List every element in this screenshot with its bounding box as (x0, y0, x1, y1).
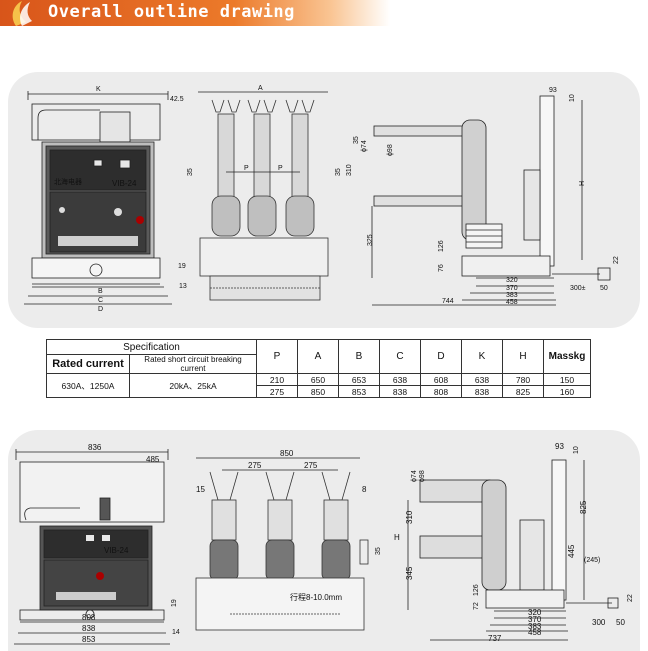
dim-275-b: 275 (304, 461, 318, 470)
pole-view-1: A P P 35 35 310 (187, 85, 353, 301)
dim-808: 808 (82, 613, 96, 622)
spec-cell: 838 (379, 385, 421, 398)
specification-table: Specification P A B C D K H Masskg Rated… (46, 339, 591, 398)
dim-737: 737 (488, 634, 502, 643)
front-view-1: K 42.5 VIB-24 北海电器 19 13 B C D (24, 86, 187, 313)
spec-header-D: D (420, 339, 462, 374)
dim-H: H (579, 181, 586, 186)
dim-phi98-2: ϕ98 (419, 470, 426, 482)
dim-35-right: 35 (335, 168, 342, 176)
dim-22: 22 (613, 256, 620, 264)
dim-10: 10 (569, 94, 576, 102)
dim-35: 35 (353, 136, 360, 144)
dim-825: 825 (579, 500, 588, 514)
dim-P-2: P (278, 165, 283, 172)
spec-cell: 160 (543, 385, 591, 398)
dim-15: 15 (196, 485, 205, 494)
front-1-brand-cn: 北海电器 (54, 177, 82, 186)
dim-93-2: 93 (555, 442, 564, 451)
dim-458-2: 458 (528, 628, 542, 637)
dim-P-1: P (244, 165, 249, 172)
dim-A: A (258, 85, 263, 92)
dim-300-2: 300 (592, 618, 606, 627)
dim-D: D (98, 306, 103, 313)
dim-320: 320 (506, 277, 518, 284)
dim-345: 345 (405, 566, 414, 580)
dim-485: 485 (146, 455, 160, 464)
dim-126: 126 (438, 240, 445, 252)
dim-22-2: 22 (627, 594, 634, 602)
swirl-logo-icon (12, 1, 32, 26)
dim-K: K (96, 86, 101, 93)
profile-view-1: 93 10 35 ϕ74 ϕ98 H 325 126 76 22 320 370… (353, 87, 620, 306)
dim-phi74-2: ϕ74 (411, 470, 418, 482)
spec-cell: 850 (297, 385, 339, 398)
dim-42-5: 42.5 (170, 96, 184, 103)
dim-50: 50 (600, 285, 608, 292)
dim-370: 370 (506, 285, 518, 292)
dim-836: 836 (88, 443, 102, 452)
dim-C: C (98, 297, 103, 304)
dim-370-2: 370 (528, 615, 542, 624)
dim-458: 458 (506, 299, 518, 306)
dim-76: 76 (438, 264, 445, 272)
dim-744: 744 (442, 298, 454, 305)
dim-19: 19 (178, 263, 186, 270)
dim-H-2: H (394, 533, 400, 542)
front-1-brand: VIB-24 (112, 179, 137, 188)
dim-300: 300± (570, 285, 586, 292)
dim-B: B (98, 288, 103, 295)
dim-8: 8 (362, 485, 367, 494)
dim-245: (245) (584, 557, 600, 564)
front-2-brand: VIB-24 (104, 546, 129, 555)
dim-phi98: ϕ98 (387, 144, 394, 156)
dim-325: 325 (367, 234, 374, 246)
dim-310: 310 (346, 164, 353, 176)
dim-445: 445 (567, 544, 576, 558)
dim-838: 838 (82, 624, 96, 633)
dim-10-2: 10 (573, 446, 580, 454)
dim-72: 72 (473, 602, 480, 610)
front-view-2: 836 485 VIB-24 19 808 838 14 853 (14, 443, 180, 645)
dim-126-2: 126 (473, 584, 480, 596)
dim-14: 14 (172, 629, 180, 636)
dim-35-left: 35 (187, 168, 194, 176)
section-banner: Overall outline drawing (0, 0, 390, 26)
dim-13: 13 (179, 283, 187, 290)
dim-383: 383 (506, 292, 518, 299)
dim-383-2: 383 (528, 622, 542, 631)
spec-header-C: C (379, 339, 421, 374)
dim-35-2: 35 (375, 547, 382, 555)
dim-phi74: ϕ74 (361, 140, 368, 152)
dim-19-2: 19 (171, 599, 178, 607)
spec-current-value: 630A、1250A (46, 373, 130, 398)
banner-title: Overall outline drawing (48, 2, 295, 22)
dim-275-a: 275 (248, 461, 262, 470)
dim-50-2: 50 (616, 618, 625, 627)
dim-93: 93 (549, 87, 557, 94)
stroke-label: 行程8-10.0mm (290, 592, 342, 602)
pole-view-2: 850 275 275 15 8 行程8-10.0mm 35 (195, 449, 382, 631)
dim-850: 850 (280, 449, 294, 458)
profile-view-2: 93 10 ϕ74 ϕ98 H 310 345 126 72 825 445 (… (394, 442, 634, 643)
dim-320-2: 320 (528, 608, 542, 617)
dim-310-2: 310 (405, 510, 414, 524)
spec-header-P: P (256, 339, 298, 374)
dim-853: 853 (82, 635, 96, 644)
